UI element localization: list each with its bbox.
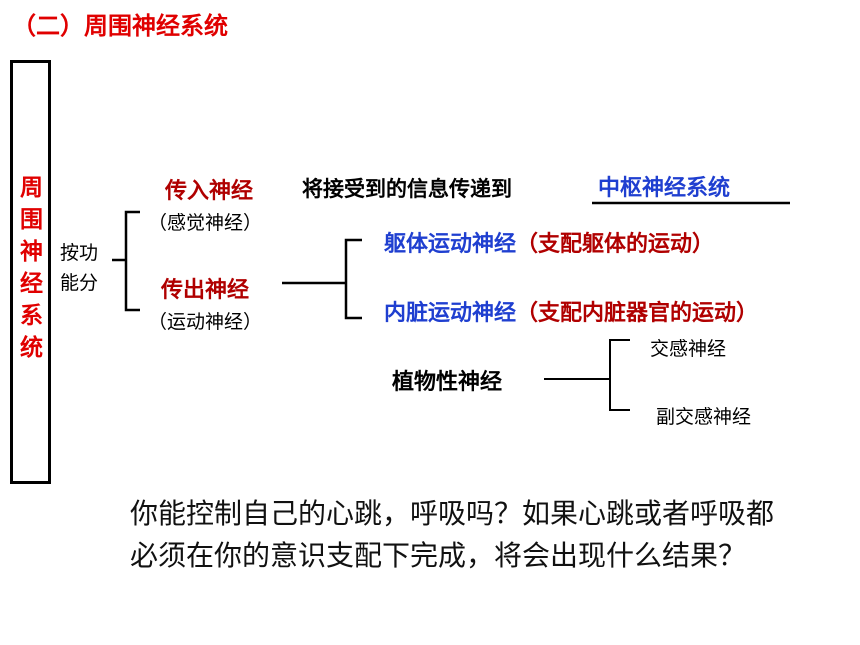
vertical-frame — [10, 60, 51, 484]
main-bracket — [124, 210, 140, 312]
autonomic-nerve-label: 植物性神经 — [392, 370, 503, 395]
function-label: 按功能分 — [60, 242, 99, 294]
somatic-motor-note: （支配躯体的运动） — [516, 232, 715, 257]
afferent-description: 将接受到的信息传递到 — [302, 177, 512, 201]
afferent-answer: 中枢神经系统 — [598, 176, 731, 201]
afferent-alias: （感觉神经） — [148, 212, 263, 234]
visceral-motor-label: 内脏运动神经 — [384, 301, 517, 326]
discussion-question: 你能控制自己的心跳，呼吸吗？如果心跳或者呼吸都必须在你的意识支配下完成，将会出现… — [130, 497, 775, 572]
efferent-alias: （运动神经） — [148, 311, 263, 333]
heading: （二）周围神经系统 — [12, 12, 228, 40]
parasympathetic-nerve-label: 副交感神经 — [656, 406, 752, 428]
efferent-bracket — [344, 238, 362, 320]
somatic-motor-label: 躯体运动神经 — [384, 232, 517, 257]
visceral-motor-item: 内脏运动神经（支配内脏器官的运动） — [384, 295, 758, 327]
visceral-motor-note: （支配内脏器官的运动） — [516, 301, 759, 326]
somatic-motor-item: 躯体运动神经（支配躯体的运动） — [384, 226, 714, 258]
afferent-nerve-label: 传入神经 — [165, 179, 254, 204]
vertical-label: 周围神经系统 — [20, 175, 43, 361]
autonomic-bracket — [609, 339, 630, 411]
sympathetic-nerve-label: 交感神经 — [650, 338, 727, 360]
efferent-nerve-label: 传出神经 — [161, 278, 250, 303]
